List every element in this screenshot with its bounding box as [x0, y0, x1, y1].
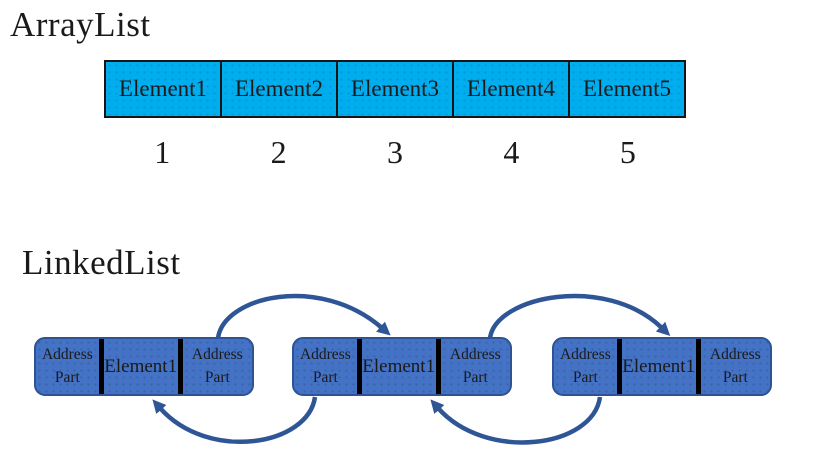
linkedlist-node-2: Address Part Element1 Address Part — [292, 337, 512, 396]
node-1-address-right: Address Part — [191, 346, 243, 386]
node-1-element: Element1 — [104, 355, 178, 377]
node-2-address-right: Address Part — [449, 346, 501, 386]
arraylist-title: ArrayList — [10, 5, 151, 44]
node-2-address-left: Address Part — [299, 346, 351, 386]
arraylist-indices: 1 2 3 4 5 — [104, 132, 686, 172]
node-1-address-left: Address Part — [41, 346, 93, 386]
linkedlist-title: LinkedList — [22, 243, 181, 282]
array-cell-2: Element2 — [222, 62, 338, 116]
array-index-1: 1 — [154, 133, 171, 170]
node-3-divider-left — [616, 339, 622, 394]
linkedlist-node-1: Address Part Element1 Address Part — [34, 337, 254, 396]
arraylist-array: Element1 Element2 Element3 Element4 Elem… — [104, 60, 686, 118]
node-2-divider-left — [356, 339, 362, 394]
back-arrow-1-icon — [152, 396, 318, 444]
node-3-address-right: Address Part — [709, 346, 761, 386]
array-index-4: 4 — [503, 133, 520, 170]
array-cell-5: Element5 — [570, 62, 684, 116]
node-1-divider-left — [98, 339, 104, 394]
array-index-2: 2 — [270, 133, 287, 170]
node-3-address-left: Address Part — [559, 346, 611, 386]
array-cell-1: Element1 — [106, 62, 222, 116]
array-index-3: 3 — [387, 133, 404, 170]
forward-arrow-2-icon — [487, 293, 671, 339]
back-arrow-2-icon — [430, 396, 603, 445]
forward-arrow-1-icon — [215, 293, 391, 339]
linkedlist-node-3: Address Part Element1 Address Part — [552, 337, 772, 396]
node-3-divider-right — [695, 339, 701, 394]
array-cell-3: Element3 — [338, 62, 454, 116]
array-cell-4: Element4 — [454, 62, 570, 116]
node-1-divider-right — [177, 339, 183, 394]
node-2-divider-right — [435, 339, 441, 394]
node-3-element: Element1 — [622, 355, 696, 377]
node-2-element: Element1 — [362, 355, 436, 377]
array-index-5: 5 — [619, 133, 636, 170]
